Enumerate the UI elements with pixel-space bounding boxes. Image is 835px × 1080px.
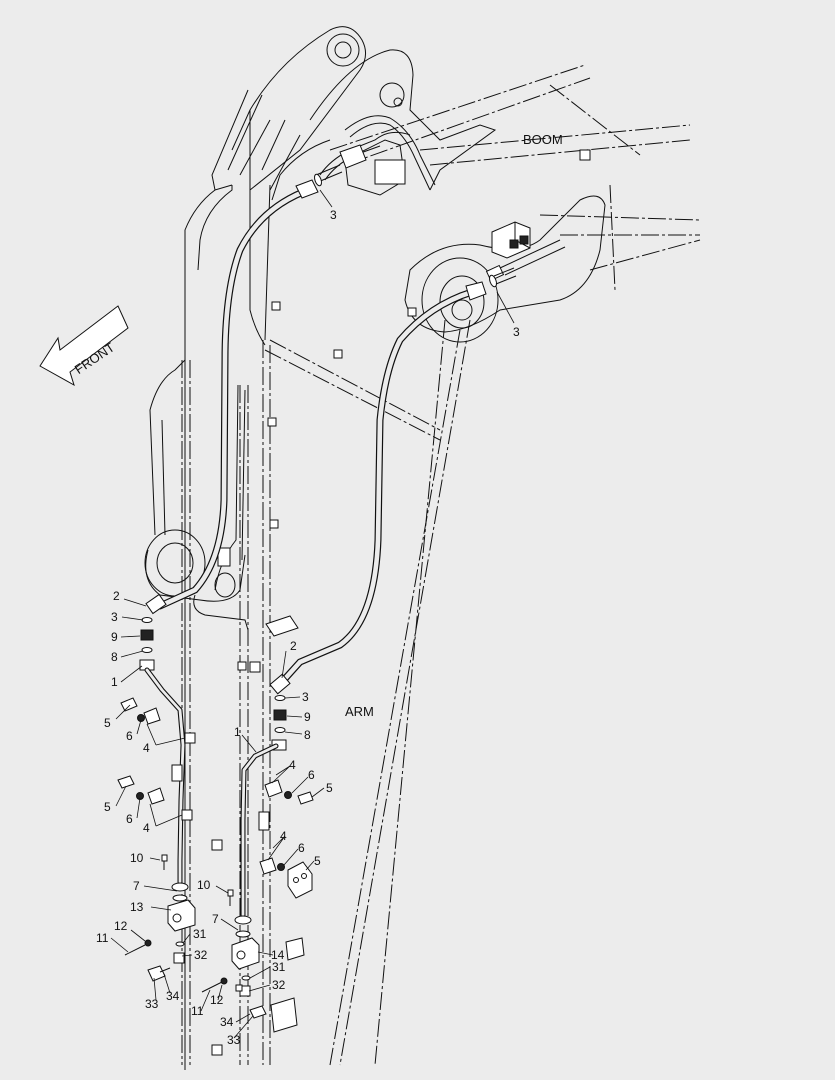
boom-label: BOOM <box>523 132 563 147</box>
callout-numbers: 3 3 2 3 9 8 1 5 6 4 5 6 4 10 7 13 11 12 … <box>96 208 520 1047</box>
callout-4-right-b: 4 <box>280 829 287 843</box>
callout-11-left: 11 <box>96 931 109 945</box>
right-pipe-assembly <box>201 695 314 1056</box>
callout-33-left: 33 <box>145 997 159 1011</box>
callout-14-right: 14 <box>271 948 285 962</box>
callout-3-left: 3 <box>111 610 118 624</box>
callout-12-right: 12 <box>210 993 224 1007</box>
callout-1-left: 1 <box>111 675 118 689</box>
callout-5-left-a: 5 <box>104 716 111 730</box>
callout-2-left: 2 <box>113 589 120 603</box>
callout-7-right: 7 <box>212 912 219 926</box>
callout-31-left: 31 <box>193 927 207 941</box>
callout-3-top-left: 3 <box>330 208 337 222</box>
arm-label: ARM <box>345 704 374 719</box>
callout-6-right-a: 6 <box>308 768 315 782</box>
upper-right-hose <box>269 281 487 695</box>
callout-6-right-b: 6 <box>298 841 305 855</box>
callout-33-right: 33 <box>227 1033 241 1047</box>
callout-6-left-a: 6 <box>126 729 133 743</box>
callout-34-right: 34 <box>220 1015 234 1029</box>
callout-7-left: 7 <box>133 879 140 893</box>
callout-31-right: 31 <box>272 960 286 974</box>
region-labels: BOOM ARM <box>345 132 563 719</box>
callout-10-right: 10 <box>197 878 211 892</box>
callout-10-left: 10 <box>130 851 144 865</box>
callout-5-left-b: 5 <box>104 800 111 814</box>
callout-32-right: 32 <box>272 978 286 992</box>
callout-4-left-b: 4 <box>143 821 150 835</box>
front-direction-arrow: FRONT <box>39 305 129 387</box>
callout-12-left: 12 <box>114 919 128 933</box>
callout-4-right-a: 4 <box>289 758 296 772</box>
callout-13-left: 13 <box>130 900 144 914</box>
callout-34-left: 34 <box>166 989 180 1003</box>
callout-6-left-b: 6 <box>126 812 133 826</box>
callout-1-right: 1 <box>234 725 241 739</box>
boom-structure <box>211 26 701 343</box>
callout-9-right: 9 <box>304 710 311 724</box>
callout-5-right-b: 5 <box>314 854 321 868</box>
callout-2-right: 2 <box>290 639 297 653</box>
callout-4-left-a: 4 <box>143 741 150 755</box>
callout-8-left: 8 <box>111 650 118 664</box>
callout-32-left: 32 <box>194 948 208 962</box>
callout-9-left: 9 <box>111 630 118 644</box>
callout-3-right: 3 <box>302 690 309 704</box>
upper-left-hose <box>145 179 319 615</box>
callout-11-right: 11 <box>191 1004 204 1018</box>
callout-3-top-right: 3 <box>513 325 520 339</box>
left-pipe-assembly <box>117 617 223 982</box>
leader-lines <box>110 189 515 1039</box>
callout-5-right-a: 5 <box>326 781 333 795</box>
top-fittings <box>314 164 517 288</box>
callout-8-right: 8 <box>304 728 311 742</box>
